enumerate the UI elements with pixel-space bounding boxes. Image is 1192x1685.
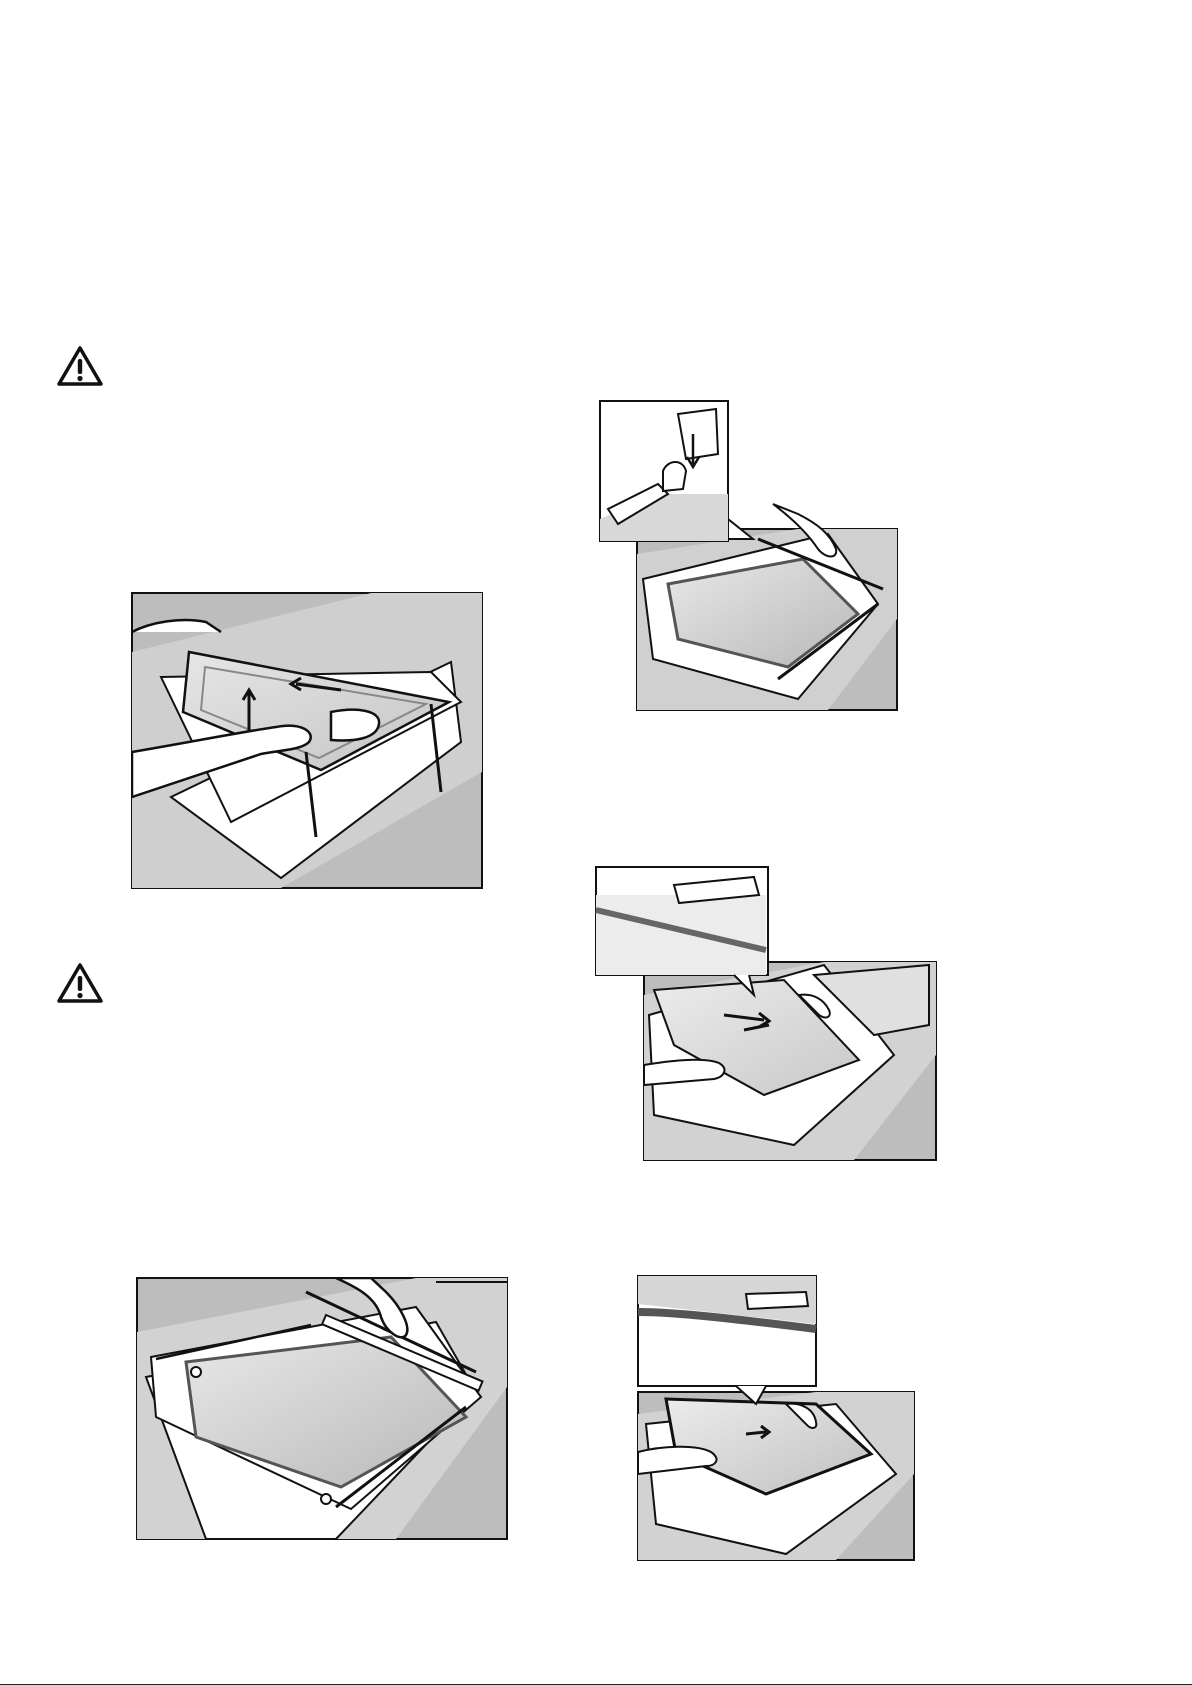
illustration-lift-glass-panel [131, 592, 483, 889]
illustration-door-trim-removal [136, 1277, 508, 1540]
warning-triangle-icon [56, 962, 104, 1004]
illustration-slide-second-glass-panel [636, 1274, 916, 1562]
illustration-slide-glass-panel [594, 865, 938, 1162]
warning-triangle-icon [56, 345, 104, 387]
illustration-refit-trim-detail [598, 399, 902, 712]
